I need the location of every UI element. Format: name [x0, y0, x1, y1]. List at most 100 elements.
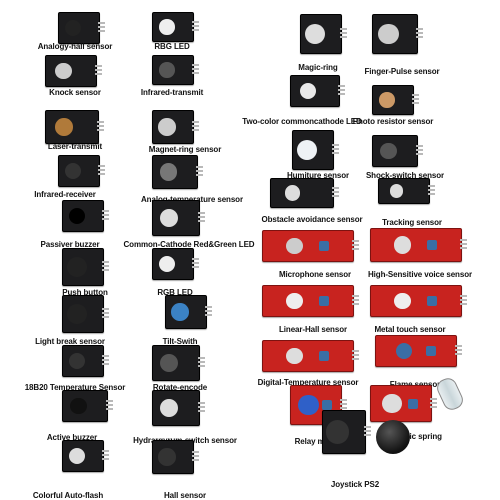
linear-hall-sensor-label: Linear-Hall sensor	[278, 325, 348, 334]
magnetic-spring-potentiometer	[408, 398, 419, 409]
push-button-component	[67, 257, 87, 277]
humiture-sensor-label: Humiture sensor	[286, 171, 350, 180]
analogy-hall-sensor-header-pins	[98, 20, 105, 34]
microphone-sensor-header-pins	[352, 238, 359, 252]
colorful-auto-flash-board-image	[62, 440, 104, 472]
light-break-sensor-header-pins	[102, 306, 109, 320]
laser-transmit-board-image	[45, 110, 99, 144]
high-sensitive-voice-sensor-potentiometer	[426, 240, 437, 250]
rbg-led-header-pins	[192, 19, 199, 33]
metal-touch-sensor-header-pins	[460, 293, 467, 307]
relay-module-label: Relay module	[294, 437, 346, 446]
photo-resistor-sensor-header-pins	[412, 92, 419, 106]
magnetic-spring-component	[382, 393, 402, 414]
finger-pulse-sensor-header-pins	[416, 26, 423, 40]
rotate-encode-board-image	[152, 345, 200, 381]
magnetic-spring-board-image	[370, 385, 432, 422]
infrared-transmit-header-pins	[192, 62, 199, 76]
push-button-header-pins	[102, 259, 109, 273]
magnetic-spring-header-pins	[430, 396, 437, 410]
tracking-sensor-label: Tracking sensor	[382, 218, 442, 227]
tilt-switch-board-image	[165, 295, 207, 329]
rbg-led-label: RBG LED	[154, 42, 190, 51]
common-cathode-led-label: Common-Cathode Red&Green LED	[123, 240, 255, 249]
joystick-ps2-board-image	[322, 410, 366, 454]
magnet-ring-sensor-board-image	[152, 110, 194, 144]
microphone-sensor-label: Microphone sensor	[278, 270, 352, 279]
rotate-encode-component	[159, 353, 179, 373]
analogy-hall-sensor-label: Analogy-hall sensor	[37, 42, 113, 51]
hydrargyrum-switch-sensor-header-pins	[198, 400, 205, 414]
tilt-switch-header-pins	[205, 304, 212, 318]
active-buzzer-board-image	[62, 390, 108, 422]
infrared-receiver-header-pins	[98, 163, 105, 177]
finger-pulse-sensor-board-image	[372, 14, 418, 54]
joystick-cap-image	[376, 420, 410, 454]
reed-switch-image	[434, 375, 466, 413]
joystick-ps2-label: Joystick PS2	[330, 480, 380, 489]
magic-ring-label: Magic-ring	[298, 63, 338, 72]
metal-touch-sensor-component	[394, 292, 411, 310]
metal-touch-sensor-potentiometer	[426, 296, 437, 306]
magic-ring-component	[304, 23, 326, 45]
knock-sensor-component	[55, 62, 72, 80]
photo-resistor-sensor-label: Photo resistor sensor	[352, 117, 434, 126]
shock-switch-sensor-board-image	[372, 135, 418, 167]
high-sensitive-voice-sensor-board-image	[370, 228, 462, 262]
common-cathode-led-component	[159, 208, 179, 228]
passiver-buzzer-header-pins	[102, 208, 109, 222]
temperature-sensor-18b20-label: 18B20 Temperature Sensor	[24, 383, 126, 392]
colorful-auto-flash-header-pins	[102, 448, 109, 462]
laser-transmit-component	[55, 118, 73, 136]
two-color-led-board-image	[290, 75, 340, 107]
infrared-receiver-component	[64, 162, 82, 180]
common-cathode-led-board-image	[152, 200, 200, 236]
two-color-led-header-pins	[338, 83, 345, 97]
infrared-transmit-component	[159, 62, 175, 78]
knock-sensor-label: Knock sensor	[49, 88, 101, 97]
microphone-sensor-board-image	[262, 230, 354, 262]
light-break-sensor-component	[67, 304, 87, 324]
shock-switch-sensor-label: Shock-switch sensor	[365, 171, 445, 180]
active-buzzer-header-pins	[106, 398, 113, 412]
analog-temperature-sensor-label: Analog-temperature sensor	[141, 195, 243, 204]
colorful-auto-flash-label: Colorful Auto-flash	[32, 491, 104, 500]
analog-temperature-sensor-component	[159, 163, 178, 181]
knock-sensor-header-pins	[95, 63, 102, 77]
magic-ring-header-pins	[340, 26, 347, 40]
digital-temperature-sensor-component	[286, 347, 303, 365]
rgb-led-component	[158, 255, 176, 273]
relay-module-potentiometer	[322, 400, 332, 410]
passiver-buzzer-board-image	[62, 200, 104, 232]
infrared-transmit-board-image	[152, 55, 194, 85]
passiver-buzzer-component	[68, 207, 86, 225]
digital-temperature-sensor-potentiometer	[318, 351, 329, 361]
magnet-ring-sensor-header-pins	[192, 119, 199, 133]
hall-sensor-label: Hall sensor	[163, 491, 207, 500]
rotate-encode-label: Rotate-encode	[152, 383, 208, 392]
rgb-led-label: RGB LED	[157, 288, 193, 297]
magic-ring-board-image	[300, 14, 342, 54]
tracking-sensor-component	[389, 184, 404, 198]
rgb-led-header-pins	[192, 256, 199, 270]
push-button-label: Push button	[62, 288, 108, 297]
laser-transmit-label: Laser-transmit	[47, 142, 103, 151]
active-buzzer-component	[70, 397, 87, 415]
obstacle-avoidance-sensor-header-pins	[332, 185, 339, 199]
push-button-board-image	[62, 248, 104, 286]
obstacle-avoidance-sensor-label: Obstacle avoidance sensor	[261, 215, 363, 224]
analog-temperature-sensor-header-pins	[196, 164, 203, 178]
hall-sensor-board-image	[152, 440, 194, 474]
rbg-led-component	[159, 19, 175, 35]
tracking-sensor-header-pins	[428, 183, 435, 197]
flame-sensor-header-pins	[455, 343, 462, 357]
finger-pulse-sensor-component	[377, 23, 399, 45]
passiver-buzzer-label: Passiver buzzer	[40, 240, 100, 249]
rgb-led-board-image	[152, 248, 194, 280]
humiture-sensor-header-pins	[332, 142, 339, 156]
magnet-ring-sensor-label: Magnet-ring sensor	[148, 145, 222, 154]
infrared-transmit-label: Infrared-transmit	[140, 88, 204, 97]
linear-hall-sensor-header-pins	[352, 293, 359, 307]
colorful-auto-flash-component	[68, 447, 86, 465]
common-cathode-led-header-pins	[198, 210, 205, 224]
